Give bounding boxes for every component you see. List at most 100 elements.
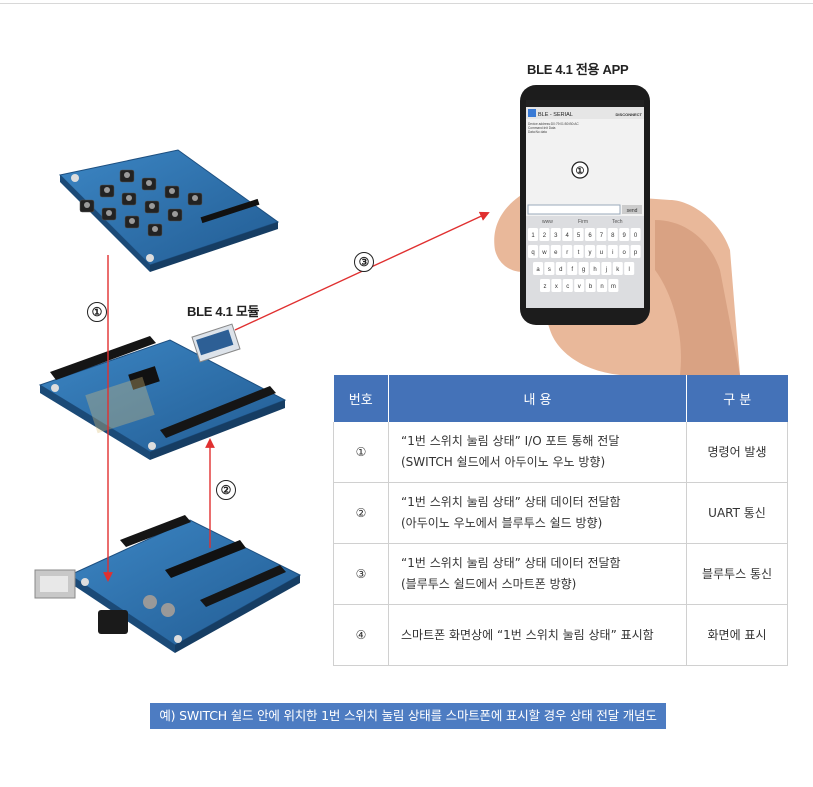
- phone-keyboard[interactable]: 1 2 3 4 5 6 7 8 9 0 q w e r t y u i o p a s d f g h j k l z x c v b n m: [528, 228, 641, 292]
- keyboard-key-bg[interactable]: [597, 279, 607, 292]
- row-content: “1번 스위치 눌림 상태” I/O 포트 통해 전달 (SWITCH 쉴드에서…: [388, 422, 687, 483]
- keyboard-key[interactable]: o: [623, 250, 627, 256]
- keyboard-key[interactable]: p: [634, 250, 638, 256]
- keyboard-key-bg[interactable]: [540, 279, 550, 292]
- keyboard-key-bg[interactable]: [585, 228, 595, 241]
- table-row: ③ “1번 스위치 눌림 상태” 상태 데이터 전달함 (블루투스 쉴드에서 스…: [333, 543, 788, 605]
- keyboard-key[interactable]: n: [600, 284, 603, 290]
- keyboard-key-bg[interactable]: [619, 228, 630, 241]
- keyboard-key-bg[interactable]: [630, 228, 641, 241]
- keyboard-key[interactable]: q: [531, 250, 534, 256]
- keyboard-key-bg[interactable]: [585, 279, 596, 292]
- keyboard-key-bg[interactable]: [573, 245, 584, 258]
- row-type: 블루투스 통신: [686, 543, 788, 605]
- keyboard-key[interactable]: 1: [531, 233, 535, 239]
- keyboard-key-bg[interactable]: [539, 245, 550, 258]
- keyboard-key[interactable]: a: [536, 267, 540, 273]
- table-header-row: 번호 내 용 구 분: [333, 375, 788, 422]
- keyboard-key[interactable]: g: [582, 267, 585, 273]
- keyboard-key[interactable]: y: [589, 250, 592, 256]
- keyboard-key[interactable]: 4: [566, 233, 570, 239]
- row-content: 스마트폰 화면상에 “1번 스위치 눌림 상태” 표시함: [388, 604, 687, 666]
- keyboard-key[interactable]: 5: [577, 233, 581, 239]
- keyboard-key[interactable]: u: [600, 250, 603, 256]
- phone-step-marker: ①: [576, 166, 585, 177]
- keyboard-key[interactable]: e: [554, 250, 558, 256]
- keyboard-key-bg[interactable]: [596, 228, 607, 241]
- keyboard-key-bg[interactable]: [567, 262, 578, 275]
- row-type: UART 통신: [686, 482, 788, 544]
- keyboard-key[interactable]: l: [629, 267, 630, 273]
- row-content-line1: 스마트폰 화면상에 “1번 스위치 눌림 상태” 표시함: [401, 627, 654, 642]
- keyboard-key-bg[interactable]: [544, 262, 555, 275]
- keyboard-key-bg[interactable]: [574, 279, 585, 292]
- row-number: ②: [333, 482, 389, 544]
- keyboard-key[interactable]: 9: [623, 233, 627, 239]
- keyboard-key[interactable]: m: [611, 284, 616, 290]
- keyboard-key-bg[interactable]: [578, 262, 589, 275]
- row-number: ③: [333, 543, 389, 605]
- row-content: “1번 스위치 눌림 상태” 상태 데이터 전달함 (아두이노 우노에서 블루투…: [388, 482, 687, 544]
- row-content-line2: (아두이노 우노에서 블루투스 쉴드 방향): [401, 516, 603, 530]
- keyboard-key[interactable]: v: [578, 284, 581, 290]
- row-content: “1번 스위치 눌림 상태” 상태 데이터 전달함 (블루투스 쉴드에서 스마트…: [388, 543, 687, 605]
- step1-marker: ①: [87, 302, 107, 322]
- keyboard-key-bg[interactable]: [607, 228, 618, 241]
- keyboard-key[interactable]: 7: [600, 233, 604, 239]
- keyboard-key-bg[interactable]: [601, 262, 612, 275]
- keyboard-key-bg[interactable]: [612, 262, 623, 275]
- keyboard-key-bg[interactable]: [562, 228, 573, 241]
- keyboard-key-bg[interactable]: [555, 262, 566, 275]
- keyboard-key[interactable]: b: [589, 284, 593, 290]
- keyboard-key[interactable]: x: [555, 284, 558, 290]
- keyboard-key-bg[interactable]: [608, 279, 619, 292]
- keyboard-key[interactable]: r: [566, 250, 568, 256]
- keyboard-key[interactable]: f: [571, 267, 573, 273]
- keyboard-key[interactable]: s: [548, 267, 551, 273]
- keyboard-key-bg[interactable]: [630, 245, 641, 258]
- keyboard-key[interactable]: 2: [543, 233, 547, 239]
- row-type: 화면에 표시: [686, 604, 788, 666]
- keyboard-key-bg[interactable]: [539, 228, 550, 241]
- row-type: 명령어 발생: [686, 422, 788, 483]
- keyboard-key-bg[interactable]: [590, 262, 600, 275]
- keyboard-key[interactable]: k: [616, 267, 620, 273]
- keyboard-key[interactable]: i: [612, 250, 613, 256]
- keyboard-key-bg[interactable]: [550, 245, 561, 258]
- keyboard-key-bg[interactable]: [624, 262, 635, 275]
- app-title-label: BLE 4.1 전용 APP: [527, 62, 629, 77]
- keyboard-key-bg[interactable]: [550, 228, 561, 241]
- keyboard-key[interactable]: 8: [611, 233, 615, 239]
- keyboard-key-bg[interactable]: [562, 245, 573, 258]
- phone-step-marker-circle: [571, 161, 589, 179]
- ble-shield-board: [38, 323, 287, 460]
- keyboard-key-bg[interactable]: [607, 245, 618, 258]
- keyboard-key[interactable]: c: [566, 284, 569, 290]
- keyboard-key-bg[interactable]: [585, 245, 595, 258]
- keyboard-key[interactable]: 0: [634, 233, 638, 239]
- keyboard-key[interactable]: t: [578, 250, 580, 256]
- keyboard-key[interactable]: 6: [588, 233, 592, 239]
- keyboard-key-bg[interactable]: [533, 262, 543, 275]
- table-row: ④ 스마트폰 화면상에 “1번 스위치 눌림 상태” 표시함 화면에 표시: [333, 604, 788, 666]
- row-number: ④: [333, 604, 389, 666]
- keyboard-key[interactable]: h: [593, 267, 596, 273]
- keyboard-key-bg[interactable]: [596, 245, 607, 258]
- keyboard-key-bg[interactable]: [551, 279, 562, 292]
- step3-marker: ③: [354, 252, 374, 272]
- phone-log: Device address:D0:79:01:B0:B0:AC Command…: [528, 122, 580, 134]
- keyboard-key-bg[interactable]: [573, 228, 584, 241]
- keyboard-key[interactable]: d: [559, 267, 562, 273]
- arduino-uno-board: [34, 515, 302, 653]
- keyboard-key[interactable]: j: [605, 267, 607, 273]
- phone-illustration: BLE - SERIAL DISCONNECT Device address:D…: [494, 85, 740, 376]
- keyboard-key-bg[interactable]: [619, 245, 630, 258]
- keyboard-key[interactable]: z: [544, 284, 547, 290]
- keyboard-key-bg[interactable]: [528, 228, 538, 241]
- phone-send-button[interactable]: send: [627, 208, 638, 214]
- top-rule: [0, 3, 813, 4]
- keyboard-key-bg[interactable]: [528, 245, 538, 258]
- keyboard-key[interactable]: 3: [554, 233, 558, 239]
- keyboard-key[interactable]: w: [541, 250, 547, 256]
- keyboard-key-bg[interactable]: [562, 279, 573, 292]
